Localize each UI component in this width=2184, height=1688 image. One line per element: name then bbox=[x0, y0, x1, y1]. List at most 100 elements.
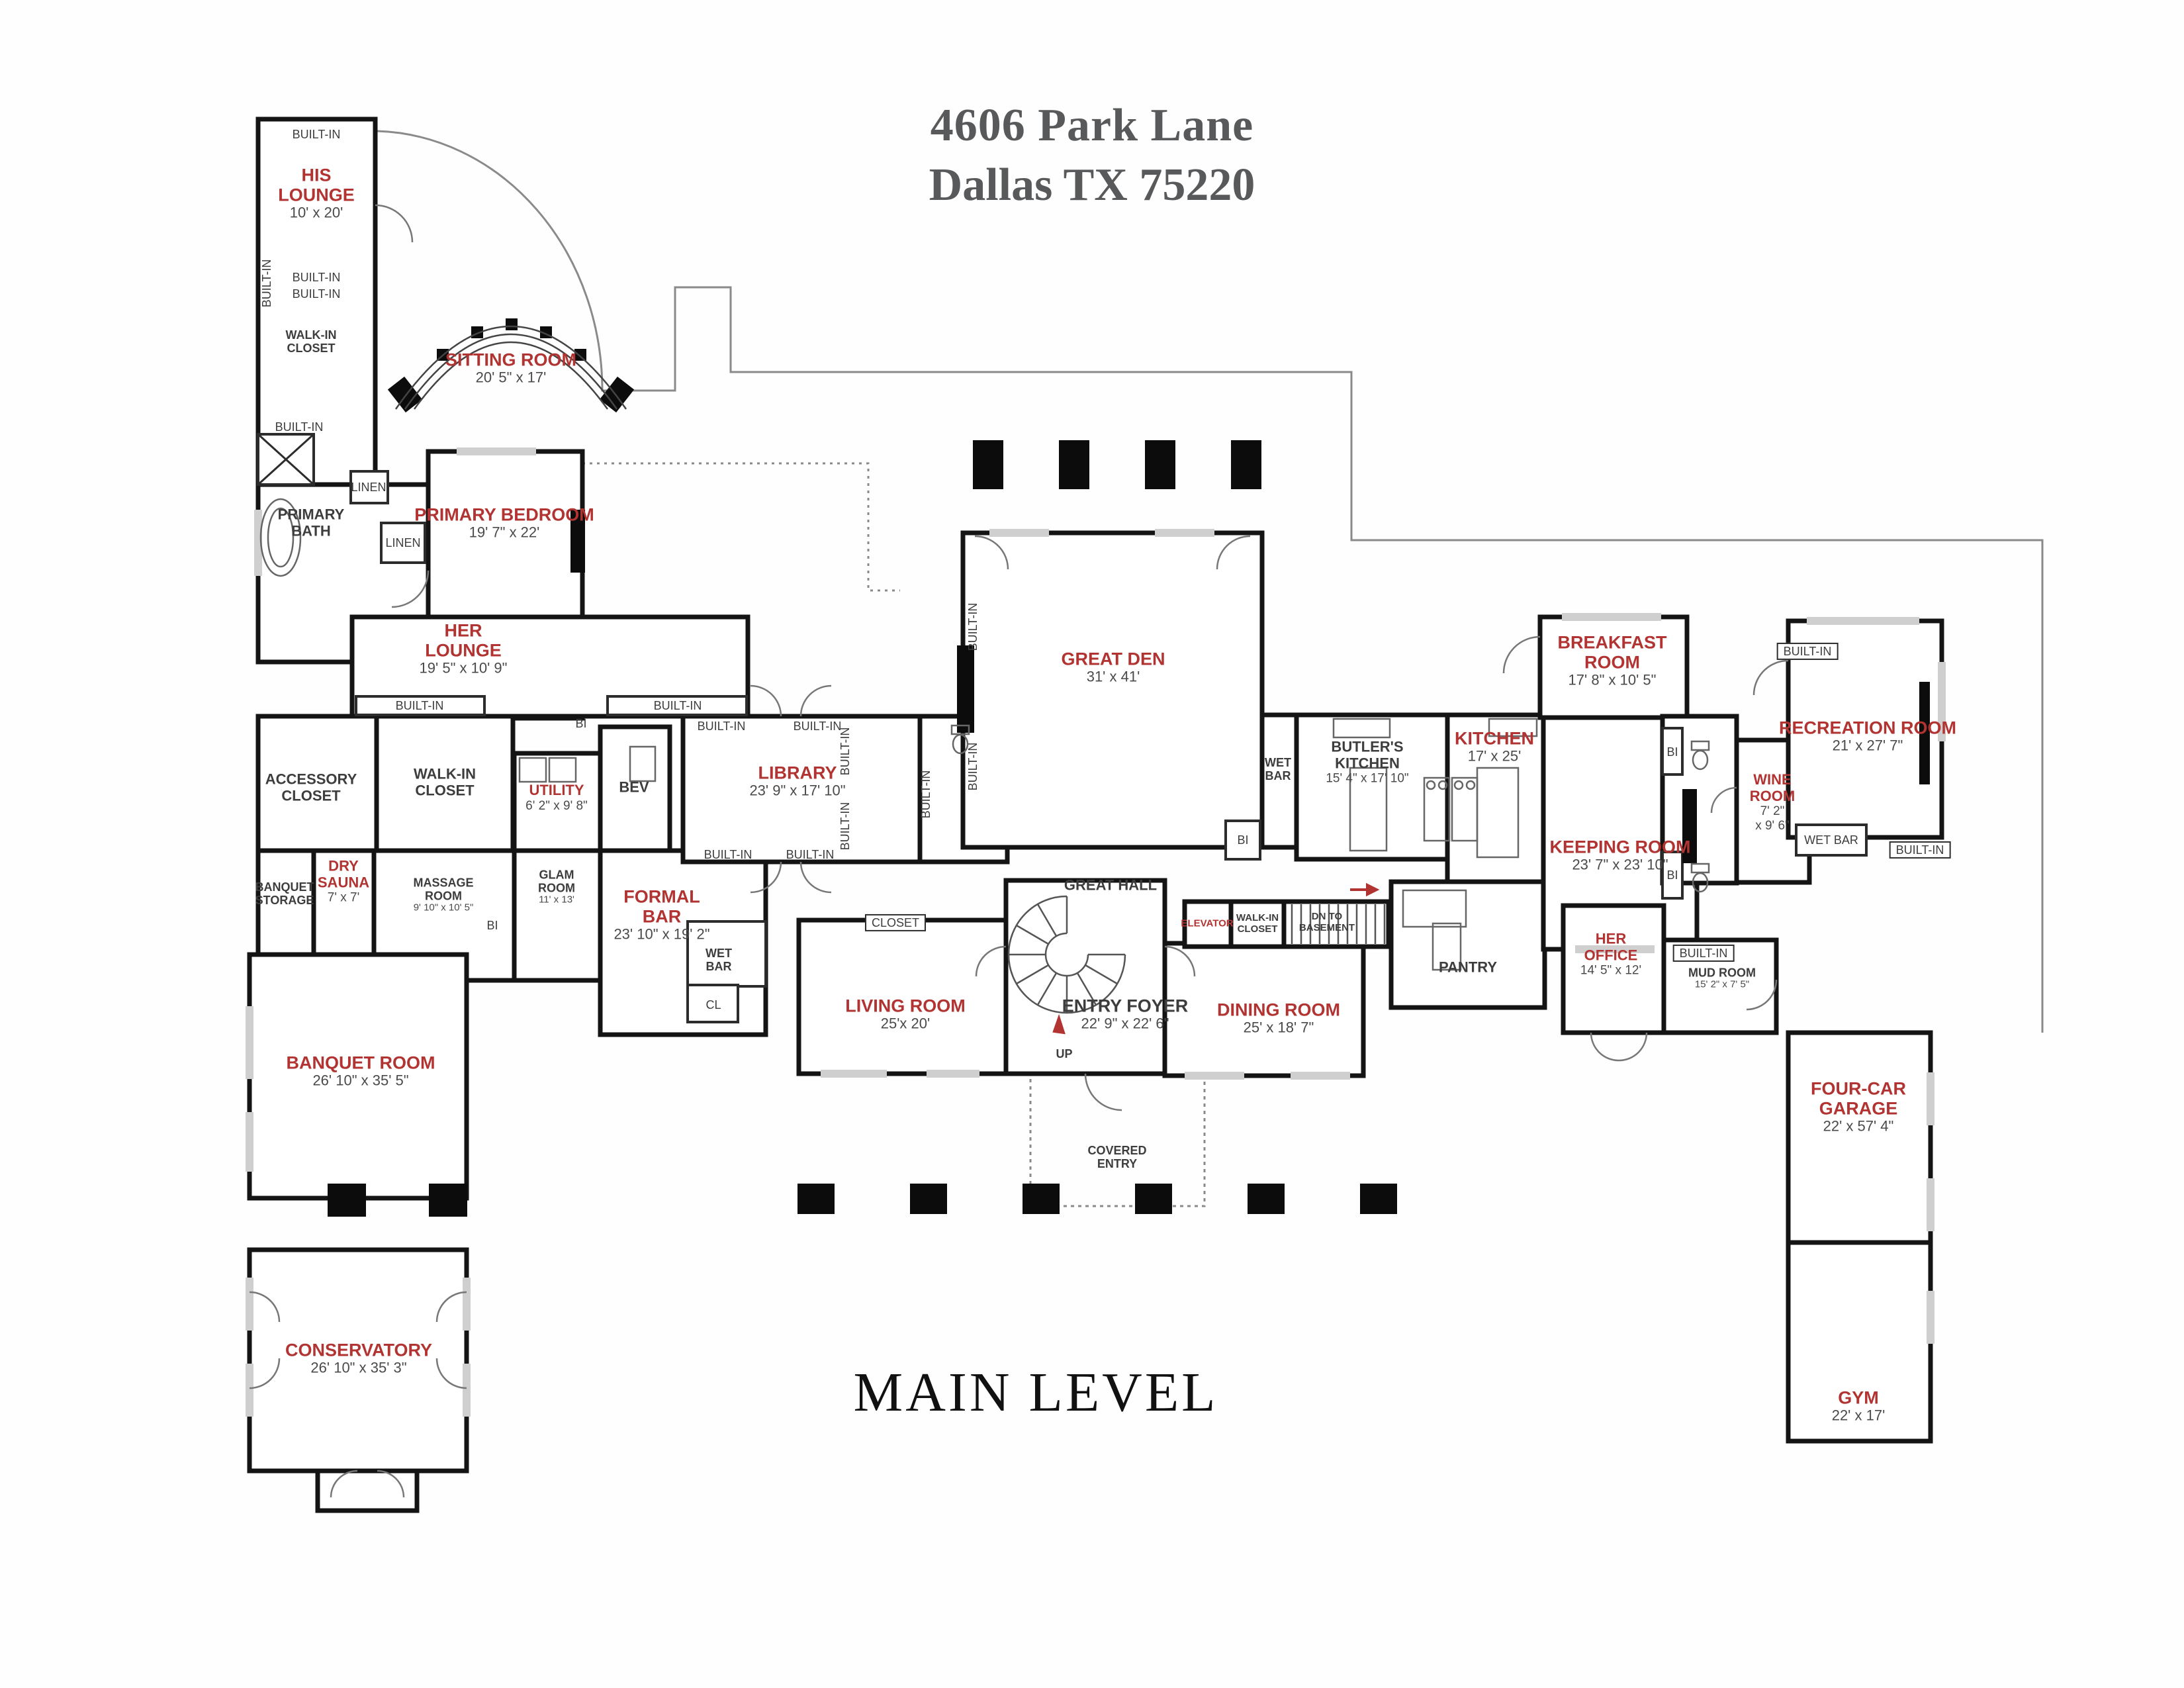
annotation-built-in-den-v1: BUILT-IN bbox=[966, 603, 979, 651]
room-dimension-text: 9' 10" x 10' 5" bbox=[413, 902, 474, 914]
room-name-text: OFFICE bbox=[1584, 947, 1638, 964]
room-dimension-text: 19' 7" x 22' bbox=[469, 524, 540, 541]
level-label: MAIN LEVEL bbox=[853, 1362, 1218, 1423]
annotation-text: BI bbox=[486, 918, 498, 932]
room-name-text: ROOM bbox=[424, 889, 462, 903]
room-name-text: CONSERVATORY bbox=[285, 1340, 433, 1360]
annotation-built-in-lib-bl: BUILT-IN bbox=[704, 848, 752, 861]
annotation-text: WET BAR bbox=[1804, 833, 1858, 847]
room-name-text: DN TO bbox=[1311, 911, 1343, 923]
annotation-built-in-powder: BUILT-IN bbox=[919, 771, 933, 819]
room-name-text: LOUNGE bbox=[278, 185, 355, 205]
annotation-text: CL bbox=[705, 998, 721, 1011]
annotation-bi-keeping-1: BI bbox=[1666, 745, 1678, 759]
room-name-text: KITCHEN bbox=[1455, 728, 1534, 749]
room-name-text: FOUR-CAR bbox=[1811, 1078, 1906, 1099]
room-name-text: ROOM bbox=[1584, 652, 1640, 673]
room-dimension-text: 20' 5" x 17' bbox=[475, 369, 547, 386]
room-name-text: BAR bbox=[642, 906, 682, 927]
room-name-text: CLOSET bbox=[415, 782, 475, 798]
room-dimension-text: 22' x 17' bbox=[1831, 1407, 1886, 1424]
room-dimension-text: 15' 2" x 7' 5" bbox=[1694, 978, 1750, 990]
room-name-text: UP bbox=[1056, 1047, 1073, 1060]
annotation-built-in-rec-top: BUILT-IN bbox=[1776, 642, 1839, 661]
annotation-bi-keeping-2: BI bbox=[1666, 868, 1678, 882]
room-name-text: CLOSET bbox=[287, 342, 336, 355]
room-name-text: WALK-IN bbox=[413, 765, 477, 782]
room-name-text: BAR bbox=[705, 960, 732, 973]
room-name-text: WALK-IN bbox=[285, 328, 337, 342]
room-label-bev: BEV bbox=[619, 778, 649, 796]
room-dimension-text: 15' 4" x 17' 10" bbox=[1326, 771, 1409, 786]
room-name-text: GREAT DEN bbox=[1061, 649, 1165, 669]
annotation-built-in-strip-3: BUILT-IN bbox=[275, 420, 324, 434]
room-label-elevator: ELEVATOR bbox=[1181, 917, 1234, 930]
annotation-text: BUILT-IN bbox=[292, 127, 341, 141]
room-name-text: GLAM bbox=[539, 868, 574, 882]
room-name-text: ROOM bbox=[1749, 787, 1796, 804]
annotation-built-in-strip-2: BUILT-IN bbox=[293, 287, 341, 301]
room-name-text: BEV bbox=[619, 778, 649, 796]
room-name-text: BANQUET ROOM bbox=[286, 1053, 435, 1073]
annotation-text: BUILT-IN bbox=[966, 602, 979, 651]
room-name-text: GREAT HALL bbox=[1064, 876, 1158, 894]
room-name-text: WET bbox=[705, 946, 732, 960]
annotation-built-in-lib-v2: BUILT-IN bbox=[839, 802, 852, 851]
annotation-text: BUILT-IN bbox=[966, 742, 979, 791]
room-dimension-text: 31' x 41' bbox=[1086, 668, 1140, 685]
room-name-text: BATH bbox=[291, 522, 331, 539]
annotation-text: BI bbox=[575, 716, 587, 730]
room-name-text: HIS bbox=[301, 165, 332, 185]
room-name-text: SAUNA bbox=[317, 874, 370, 891]
room-name-text: CLOSET bbox=[1237, 923, 1278, 935]
room-name-text: WALK-IN bbox=[1236, 912, 1279, 924]
room-name-text: ROOM bbox=[538, 881, 575, 895]
annotation-linen-1: LINEN bbox=[351, 481, 386, 494]
annotation-text: LINEN bbox=[351, 480, 387, 494]
room-dimension-text: 14' 5" x 12' bbox=[1580, 963, 1642, 978]
annotation-text: BUILT-IN bbox=[292, 270, 341, 284]
annotation-cl: CL bbox=[705, 998, 721, 1011]
room-dimension-text: 7' x 7' bbox=[327, 890, 360, 905]
room-name-text: WINE bbox=[1753, 771, 1792, 788]
annotation-wet-bar-rec: WET BAR bbox=[1804, 833, 1858, 847]
room-dimension-text: 7' 2" bbox=[1760, 804, 1785, 819]
room-dimension-text: x 9' 6" bbox=[1755, 818, 1790, 833]
room-name-text: KITCHEN bbox=[1335, 755, 1400, 772]
room-name-text: ELEVATOR bbox=[1181, 917, 1234, 929]
room-name-text: RECREATION ROOM bbox=[1779, 718, 1956, 738]
room-dimension-text: 6' 2" x 9' 8" bbox=[525, 798, 588, 813]
room-name-text: LOUNGE bbox=[425, 640, 502, 661]
annotation-text: BUILT-IN bbox=[919, 770, 933, 819]
room-name-text: MASSAGE bbox=[413, 876, 474, 890]
room-dimension-text: 17' 8" x 10' 5" bbox=[1568, 671, 1657, 688]
room-name-text: COVERED bbox=[1087, 1143, 1147, 1157]
annotation-text: BUILT-IN bbox=[1776, 642, 1839, 661]
room-name-text: PRIMARY BEDROOM bbox=[414, 504, 594, 525]
room-name-text: PRIMARY bbox=[277, 506, 345, 523]
room-name-text: CLOSET bbox=[281, 787, 341, 804]
annotation-linen-2: LINEN bbox=[385, 536, 420, 549]
annotation-text: BI bbox=[1237, 833, 1249, 847]
annotation-built-in-herlounge-r: BUILT-IN bbox=[654, 699, 702, 712]
annotation-built-in-lib-tr: BUILT-IN bbox=[794, 720, 842, 733]
